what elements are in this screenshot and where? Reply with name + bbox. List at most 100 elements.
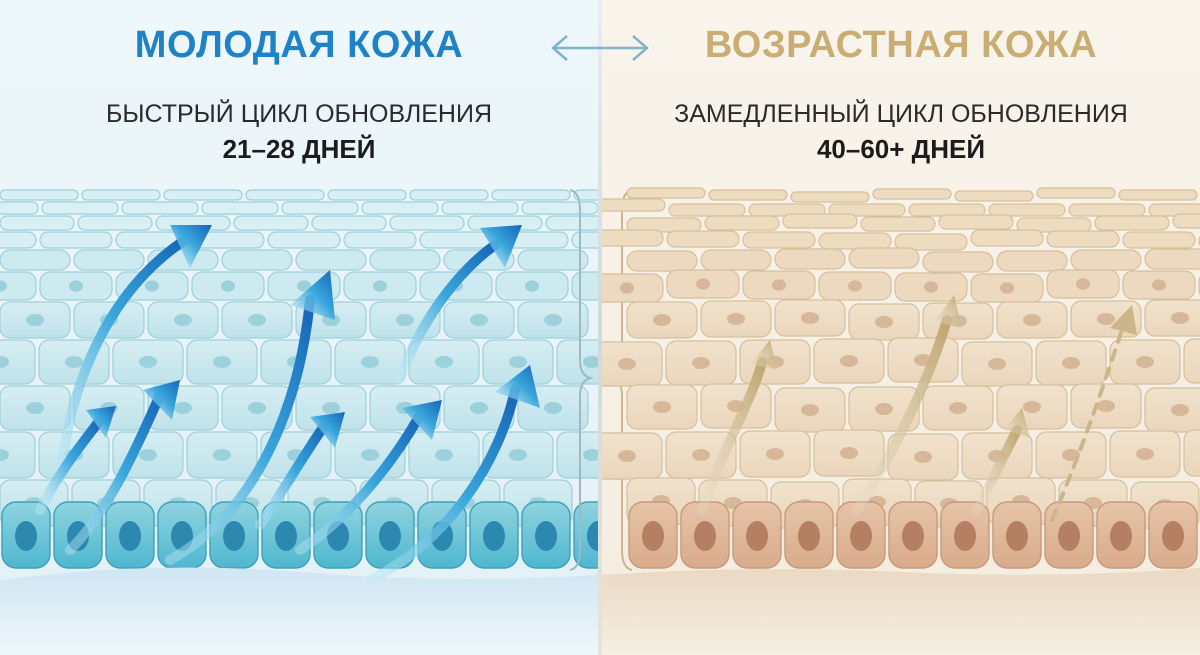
cell-nucleus — [1171, 404, 1189, 416]
skin-cell — [419, 231, 493, 249]
renewal-arrow — [255, 420, 330, 530]
cell-nucleus — [0, 280, 7, 292]
renewal-arrow — [395, 240, 500, 385]
cell-nucleus — [435, 449, 453, 461]
skin-cell — [327, 189, 407, 201]
basal-nucleus — [15, 521, 37, 551]
skin-cell — [860, 216, 936, 232]
skin-cell — [828, 203, 906, 217]
renewal-arrow-head — [934, 295, 962, 328]
renewal-arrow — [852, 315, 952, 515]
cell-nucleus — [583, 356, 598, 368]
cell-nucleus — [1023, 314, 1041, 326]
basal-nucleus — [694, 521, 716, 551]
cell-nucleus — [65, 356, 83, 368]
cell-nucleus — [509, 449, 527, 461]
skin-cell — [409, 189, 489, 201]
renewal-arrow-head — [86, 406, 116, 438]
skin-cell — [954, 190, 1034, 202]
skin-cell — [700, 249, 772, 271]
skin-cell — [818, 232, 892, 250]
cell-nucleus — [1152, 279, 1166, 291]
cell-nucleus — [139, 356, 157, 368]
skin-cell — [1068, 203, 1146, 217]
cell-nucleus — [924, 281, 938, 293]
cell-nucleus — [221, 280, 235, 292]
skin-cell — [73, 249, 145, 271]
skin-cell — [491, 189, 571, 201]
aged-skin-subtitle: ЗАМЕДЛЕННЫЙ ЦИКЛ ОБНОВЛЕНИЯ — [674, 100, 1128, 128]
renewal-arrow — [365, 385, 520, 585]
skin-cell — [602, 198, 666, 212]
skin-cell — [742, 231, 816, 249]
renewal-arrow — [972, 425, 1022, 515]
skin-cell — [922, 251, 994, 273]
basal-nucleus — [1162, 521, 1184, 551]
skin-cell — [1183, 338, 1200, 384]
cell-nucleus — [69, 280, 83, 292]
cell-nucleus — [525, 280, 539, 292]
skin-cell — [626, 250, 698, 272]
skin-cell — [361, 201, 439, 215]
young-skin-diagram — [0, 189, 598, 655]
cell-nucleus — [988, 358, 1006, 370]
skin-cell — [369, 249, 441, 271]
skin-cell — [0, 201, 39, 215]
renewal-arrow-head — [143, 380, 180, 420]
cell-nucleus — [1000, 282, 1014, 294]
skin-cell — [1046, 230, 1120, 248]
cell-nucleus — [1171, 312, 1189, 324]
skin-cell — [295, 249, 367, 271]
cell-nucleus — [361, 449, 379, 461]
skin-cell — [267, 231, 341, 249]
cell-nucleus — [583, 449, 598, 461]
skin-cell — [782, 213, 858, 229]
skin-cell — [774, 248, 846, 270]
skin-cell — [77, 215, 153, 231]
skin-cell — [908, 203, 986, 217]
cell-nucleus — [840, 447, 858, 459]
skin-cell — [343, 231, 417, 249]
basal-nucleus — [119, 521, 141, 551]
basal-nucleus — [587, 521, 598, 551]
skin-cell — [988, 203, 1066, 217]
skin-cell — [1036, 187, 1116, 199]
skin-cell — [0, 189, 79, 201]
skin-cell — [81, 189, 161, 201]
renewal-arrow-head — [402, 400, 442, 440]
panel-divider — [598, 0, 602, 655]
cell-nucleus — [1097, 313, 1115, 325]
cell-nucleus — [470, 402, 488, 414]
cell-nucleus — [653, 401, 671, 413]
cell-nucleus — [544, 314, 562, 326]
renewal-arrow-head — [495, 365, 540, 408]
cell-nucleus — [1136, 356, 1154, 368]
renewal-arrow — [55, 235, 190, 485]
skin-cell — [39, 231, 113, 249]
skin-cell — [556, 339, 598, 385]
cell-nucleus — [766, 448, 784, 460]
young-skin-subtitle: БЫСТРЫЙ ЦИКЛ ОБНОВЛЕНИЯ — [105, 100, 493, 128]
renewal-arrow — [697, 357, 767, 515]
skin-cell — [0, 431, 36, 479]
cell-nucleus — [145, 280, 159, 292]
renewal-arrow-dashed — [1050, 328, 1124, 522]
cell-nucleus — [0, 449, 9, 461]
cell-nucleus — [1097, 400, 1115, 412]
skin-cell — [571, 231, 598, 249]
renewal-arrow — [35, 415, 105, 515]
renewal-arrow — [295, 410, 425, 555]
young-skin-duration: 21–28 ДНЕЙ — [222, 134, 376, 164]
aged-skin-diagram — [602, 187, 1200, 655]
cell-nucleus — [1062, 357, 1080, 369]
skin-cell — [708, 189, 788, 201]
skin-cell — [626, 187, 706, 199]
skin-cell — [666, 230, 740, 248]
cell-nucleus — [696, 278, 710, 290]
skin-cell — [389, 215, 465, 231]
cell-nucleus — [0, 356, 9, 368]
basal-nucleus — [1110, 521, 1132, 551]
skin-cell — [1172, 213, 1200, 229]
renewal-arrow-head — [290, 270, 335, 320]
cell-nucleus — [544, 402, 562, 414]
